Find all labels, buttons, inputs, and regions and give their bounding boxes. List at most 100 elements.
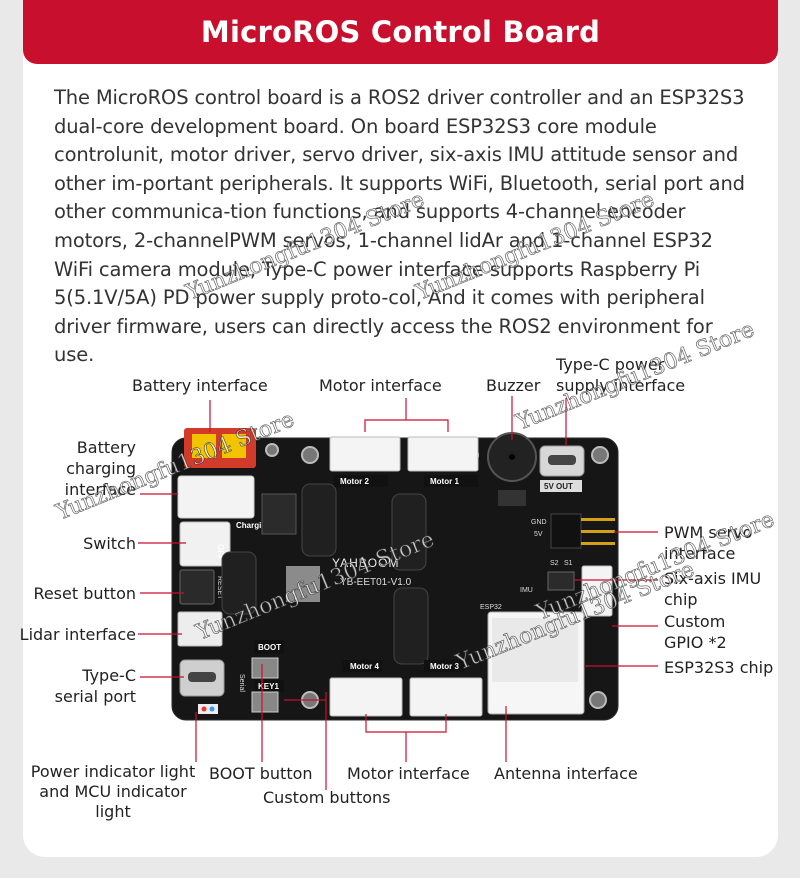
typec-power-port-slot — [548, 455, 576, 465]
buzzer-driver — [498, 490, 526, 506]
servo-pin — [581, 530, 615, 533]
lead-motor-top-bracket — [364, 419, 449, 432]
label-buzzer: Buzzer — [486, 376, 541, 395]
esp32s3-shield — [492, 618, 578, 682]
label-pwm-servo-2: interface — [664, 544, 735, 563]
label-typec-serial-1: Type-C — [81, 666, 136, 685]
label-custom-buttons: Custom buttons — [263, 788, 391, 807]
boot-silk: BOOT — [258, 643, 281, 652]
battery-terminal — [222, 434, 246, 458]
product-card: MicroROS Control Board The MicroROS cont… — [23, 0, 778, 857]
reset-button-part — [179, 569, 215, 605]
servo-header — [550, 513, 582, 549]
boot-label-bg — [254, 640, 284, 654]
control-board: OFF Charging RESET Serial YAHBOOM YB-EET… — [171, 428, 619, 721]
mcu-led — [209, 706, 215, 712]
capacitor — [393, 587, 429, 665]
label-battery-charging-3: interface — [65, 480, 136, 499]
label-reset-button: Reset button — [33, 584, 136, 603]
imu-silk: IMU — [520, 587, 533, 594]
5v-silk: 5V — [534, 531, 543, 538]
mounting-hole — [301, 446, 319, 464]
motor4-silk: Motor 4 — [350, 662, 379, 671]
boot-button-part — [251, 657, 279, 679]
power-led — [201, 706, 207, 712]
reset-silk: RESET — [216, 576, 223, 600]
label-boot-button: BOOT button — [209, 764, 313, 783]
motor3-label-bg — [424, 660, 464, 672]
motor2-silk: Motor 2 — [340, 477, 369, 486]
servo-pin — [581, 542, 615, 545]
power-switch — [179, 521, 231, 567]
mounting-hole — [265, 443, 279, 457]
label-lidar-interface: Lidar interface — [20, 625, 136, 644]
label-switch: Switch — [83, 534, 136, 553]
motor1-connector — [407, 436, 479, 472]
motor1-silk: Motor 1 — [430, 477, 459, 486]
key1-silk: KEY1 — [258, 682, 279, 691]
motor3-connector — [409, 677, 483, 717]
esp32-silk: ESP32 — [480, 604, 502, 611]
model-silk: YB-EET01-V1.0 — [340, 577, 412, 588]
charging-connector — [177, 475, 255, 519]
ic-chip — [261, 493, 297, 535]
typec-serial-port-slot — [188, 672, 216, 682]
callout-labels: Battery interface Motor interface Buzzer… — [20, 355, 774, 821]
label-typec-power-2: supply interface — [556, 376, 685, 395]
charging-silk: Charging — [236, 521, 271, 530]
indicator-leds — [198, 704, 218, 714]
key1-button-part — [251, 691, 279, 713]
label-power-indicator-1: Power indicator light — [31, 762, 195, 781]
label-battery-interface: Battery interface — [132, 376, 268, 395]
description-text: The MicroROS control board is a ROS2 dri… — [54, 86, 745, 367]
5v-out-label-bg — [540, 480, 582, 492]
label-gpio-2: GPIO *2 — [664, 633, 727, 652]
label-motor-interface-top: Motor interface — [319, 376, 442, 395]
label-battery-charging-1: Battery — [77, 438, 136, 457]
mounting-hole — [591, 446, 609, 464]
label-antenna-interface: Antenna interface — [494, 764, 638, 783]
label-typec-serial-2: serial port — [55, 687, 136, 706]
buzzer-hole — [509, 454, 515, 460]
serial-silk: Serial — [238, 674, 245, 692]
watermark: Yunzhongfu1304 Store — [512, 317, 758, 436]
gnd-silk: GND — [531, 519, 547, 526]
s1-silk: S1 — [564, 560, 573, 567]
label-esp32s3: ESP32S3 chip — [664, 658, 773, 677]
regulator — [286, 566, 320, 602]
lidar-connector — [177, 611, 223, 647]
off-silk: OFF — [216, 544, 225, 560]
battery-terminal — [192, 434, 216, 458]
motor4-connector — [329, 677, 403, 717]
capacitor — [221, 551, 257, 615]
label-battery-charging-2: charging — [66, 459, 136, 478]
motor2-label-bg — [334, 475, 388, 487]
title-banner: MicroROS Control Board — [23, 0, 778, 64]
label-power-indicator-3: light — [95, 802, 130, 821]
label-imu-1: Six-axis IMU — [664, 569, 761, 588]
capacitor — [301, 483, 337, 557]
label-imu-2: chip — [664, 590, 698, 609]
imu-chip-part — [547, 571, 575, 591]
gpio-connector — [581, 565, 613, 617]
label-gpio-1: Custom — [664, 612, 725, 631]
5v-out-silk: 5V OUT — [544, 482, 573, 491]
motor2-connector — [329, 436, 401, 472]
label-power-indicator-2: and MCU indicator — [39, 782, 187, 801]
motor4-label-bg — [342, 660, 382, 672]
watermark: Yunzhongfu1304 Store — [182, 187, 428, 306]
watermark: Yunzhongfu1304 Store — [412, 187, 658, 306]
s2-silk: S2 — [550, 560, 559, 567]
brand-silk: YAHBOOM — [332, 556, 399, 570]
mounting-hole — [589, 691, 607, 709]
servo-pin — [581, 518, 615, 521]
label-motor-interface-bottom: Motor interface — [347, 764, 470, 783]
page-title: MicroROS Control Board — [200, 15, 601, 49]
capacitor — [391, 493, 427, 571]
leader-lines — [138, 396, 658, 790]
label-pwm-servo-1: PWM servo — [664, 523, 752, 542]
motor3-silk: Motor 3 — [430, 662, 459, 671]
motor1-label-bg — [424, 475, 478, 487]
label-typec-power-1: Type-C power — [555, 355, 665, 374]
